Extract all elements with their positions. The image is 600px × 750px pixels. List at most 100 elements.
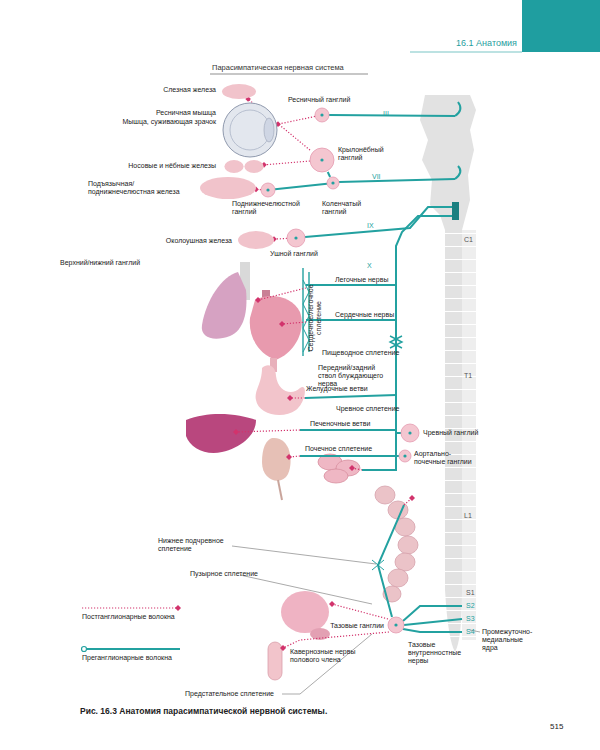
fiber-line: [264, 161, 310, 165]
preganglionic-fibers: [300, 455, 396, 457]
diagram-title: Парасимпатическая нервная система: [212, 64, 372, 72]
node-label: Тазовые ганглии: [322, 622, 384, 630]
preganglionic-fibers: [396, 432, 401, 434]
synapse-dot: [394, 623, 397, 626]
node-label: Поднижнечелюстной ганглий: [232, 200, 302, 216]
legend-sample: [82, 607, 178, 608]
organ-node: Носовые и нёбные железы: [224, 160, 264, 173]
node-label: Ресничная мышца: [96, 109, 216, 117]
text-label: Предстательное сплетение: [185, 690, 285, 698]
title-rule: [210, 74, 368, 75]
organ-illustration: [324, 469, 348, 483]
node-label: Слезная железа: [110, 86, 216, 94]
gland-shape: [200, 177, 256, 199]
text-label: Чревное сплетение: [336, 405, 401, 413]
preganglionic-fibers: [339, 179, 455, 182]
postganglionic-fibers: [258, 288, 306, 300]
ganglion-node: Поднижнечелюстной ганглий: [261, 183, 275, 197]
legend-text: Постганглионарные волокна: [82, 613, 222, 621]
text-label: Промежуточно-медиальные ядра: [482, 628, 534, 652]
leader-line: [282, 634, 372, 694]
title-rule: [210, 74, 368, 75]
synapse-dot: [403, 454, 406, 457]
ganglion-circle: [287, 229, 305, 247]
text-label: Почечное сплетение: [305, 445, 385, 453]
text-label: Нижнее подчревное сплетение: [158, 537, 236, 553]
legend-sample: [82, 647, 87, 652]
text-label: Передний/задний ствол блуждающего нерва: [318, 364, 390, 388]
text-label: Верхний/нижний ганглий: [60, 259, 170, 267]
organ-illustration: [262, 438, 291, 481]
preganglionic-fibers: [306, 284, 396, 286]
synapse-dot: [266, 188, 269, 191]
gland-shape: [222, 84, 256, 99]
leader-line: [240, 575, 372, 604]
organ-illustration: [395, 553, 415, 571]
ganglion-shape: [261, 183, 275, 197]
fiber-line: [328, 172, 330, 177]
node-label: Ушной ганглий: [270, 250, 340, 258]
ganglion-shape: [401, 424, 419, 442]
organ-illustration: [256, 365, 305, 415]
preganglionic-fibers: [455, 102, 460, 116]
text-label: Сердечные нервы: [335, 311, 405, 319]
node-label: Носовые и нёбные железы: [96, 162, 216, 170]
header-band: [410, 52, 522, 53]
ganglion-shape: [287, 229, 305, 247]
text-label: S3: [466, 615, 486, 623]
node-label: Мышца, суживающая зрачок: [76, 118, 216, 126]
text-label: T1: [464, 372, 484, 380]
ganglion-node: Аортально-почечные ганглии: [399, 450, 411, 462]
ganglion-shape: [310, 148, 334, 172]
organ-shape: [200, 177, 256, 199]
organ-illustration: [281, 591, 329, 633]
eye-globe: [223, 103, 277, 157]
postganglionic-fibers: [332, 604, 388, 619]
text-label: S1: [466, 589, 486, 597]
postganglionic-fibers: [236, 288, 412, 648]
ganglion-circle: [310, 148, 334, 172]
text-label: III: [383, 110, 403, 118]
preganglionic-fibers: [300, 429, 396, 431]
text-label: Пищеводное сплетение: [322, 349, 402, 357]
node-label: Подъязычная/поднижнечелюстная железа: [88, 180, 198, 196]
ganglion-circle: [261, 183, 275, 197]
text-label: 515: [550, 722, 582, 732]
postganglionic-fibers: [404, 498, 412, 505]
organ-node: Околоушная железа: [238, 231, 274, 249]
organ-shape: [222, 102, 278, 158]
ganglion-node: Ушной ганглий: [287, 229, 305, 247]
text-label: C1: [464, 236, 484, 244]
ganglion-circle: [388, 617, 404, 633]
synapse-dot: [320, 158, 323, 161]
header-band: [522, 0, 600, 52]
preganglionic-fibers: [404, 619, 462, 625]
organ-illustration: [388, 501, 408, 519]
node-label: Ресничный ганглий: [288, 96, 378, 104]
nucleus-bar: [452, 202, 459, 220]
organ-illustration: [186, 414, 256, 453]
text-label: Печеночные ветви: [310, 420, 380, 428]
postganglionic-fibers: [236, 430, 300, 432]
postganglionic-fibers: [283, 632, 389, 648]
text-label: L1: [464, 512, 484, 520]
organ-illustration: [278, 480, 282, 500]
header-band: [410, 0, 600, 52]
text-label: Желудочные ветви: [306, 385, 386, 393]
preganglionic-fibers: [403, 606, 462, 621]
node-label: Аортально-почечные ганглии: [414, 450, 474, 466]
organ-shape: [222, 84, 256, 99]
preganglionic-connector: [275, 184, 327, 190]
synapse-dot: [294, 236, 297, 239]
gland-shape: [244, 160, 263, 173]
postganglionic-connector: [261, 161, 310, 168]
postganglionic-fibers: [282, 322, 306, 324]
synapse-dot: [320, 113, 323, 116]
ganglion-shape: [327, 177, 339, 189]
nucleus-bar: [452, 202, 459, 220]
preganglionic-fibers: [390, 336, 402, 348]
organ-illustration: [250, 296, 302, 360]
legend-text: Преганглионарные волокна: [82, 654, 222, 662]
legend-sample: [87, 648, 180, 650]
